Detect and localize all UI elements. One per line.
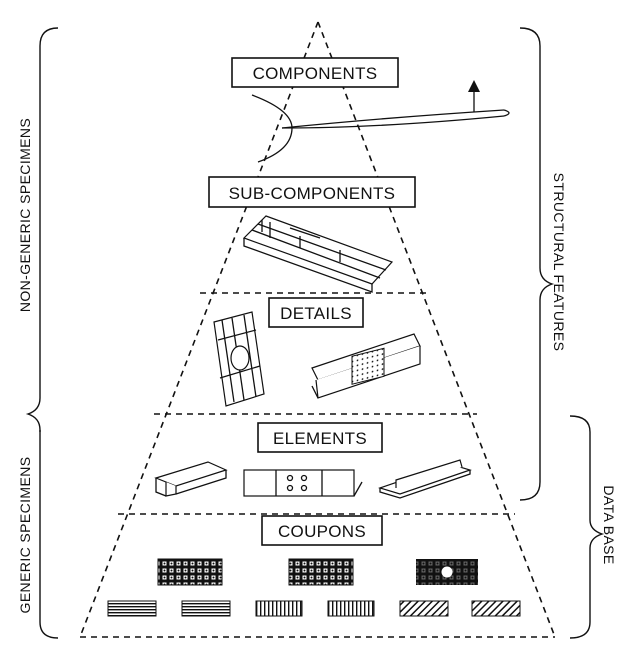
level-label-sub-components: SUB-COMPONENTS: [229, 184, 396, 203]
level-label-elements: ELEMENTS: [273, 429, 367, 448]
level-label-components: COMPONENTS: [253, 64, 378, 83]
coupon-0deg-2: [181, 600, 231, 617]
coupon-90deg-1: [255, 600, 303, 617]
brace-generic: [39, 430, 59, 639]
brace-non-generic: [25, 27, 59, 432]
brace-data-base: [569, 415, 605, 639]
label-data-base: DATA BASE: [601, 485, 617, 564]
frame-detail-illustration: [213, 311, 265, 407]
level-sub-components: SUB-COMPONENTS: [208, 176, 416, 208]
level-details: DETAILS: [268, 297, 364, 328]
joint-element-illustration: [243, 469, 363, 497]
coupon-90deg-2: [327, 600, 375, 617]
coupon-0deg-1: [107, 600, 157, 617]
level-elements: ELEMENTS: [257, 422, 383, 453]
brace-structural: [519, 27, 555, 501]
label-non-generic-specimens: NON-GENERIC SPECIMENS: [17, 118, 33, 312]
tee-element-illustration: [378, 459, 472, 499]
label-generic-specimens: GENERIC SPECIMENS: [17, 457, 33, 614]
level-label-details: DETAILS: [280, 304, 352, 323]
coupon-hole: [441, 566, 453, 578]
wing-illustration: [251, 80, 510, 163]
label-structural-features: STRUCTURAL FEATURES: [551, 173, 567, 352]
beam-detail-illustration: [311, 333, 421, 399]
coupon-45deg-1: [399, 600, 449, 617]
level-coupons: COUPONS: [261, 515, 383, 546]
level-components: COMPONENTS: [231, 57, 399, 88]
level-label-coupons: COUPONS: [278, 522, 366, 541]
channel-element-illustration: [154, 461, 228, 497]
coupon-woven-1: [157, 558, 223, 586]
stiffened-panel-illustration: [242, 215, 394, 293]
coupon-specimens: [107, 558, 521, 617]
coupon-45deg-2: [471, 600, 521, 617]
coupon-woven-2: [288, 558, 354, 586]
